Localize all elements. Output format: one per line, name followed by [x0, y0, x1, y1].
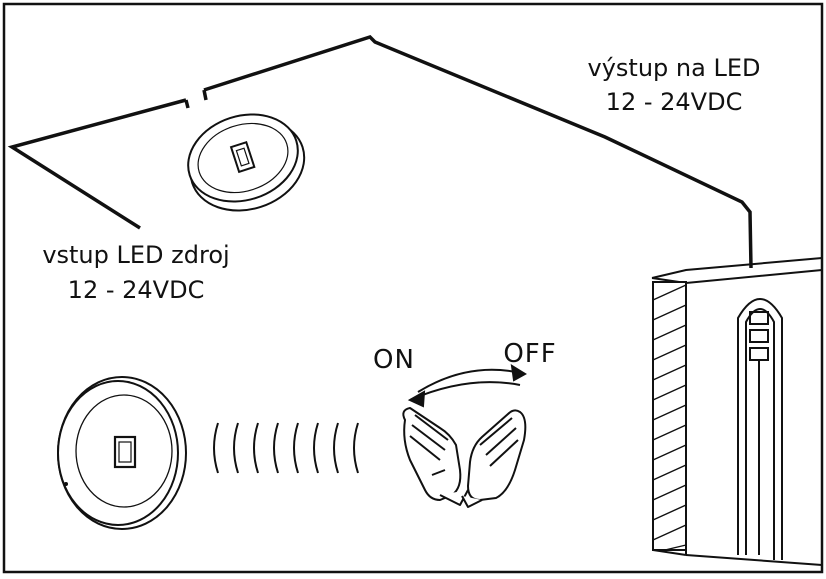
- output-wire-stub: [202, 89, 208, 101]
- input-label-line1: vstup LED zdroj: [42, 241, 229, 269]
- hand-icon: [461, 409, 527, 508]
- output-label-line1: výstup na LED: [588, 54, 761, 82]
- wiring: [7, 35, 753, 269]
- sensor-disc-icon: [187, 113, 306, 212]
- hatching: [652, 284, 687, 551]
- input-wire-stub: [184, 99, 190, 109]
- input-wire: [7, 98, 187, 230]
- input-label-line2: 12 - 24VDC: [68, 276, 205, 304]
- off-label: OFF: [503, 339, 556, 369]
- output-label-line2: 12 - 24VDC: [606, 88, 743, 116]
- wave-icon: [213, 422, 359, 474]
- on-label: ON: [373, 345, 415, 375]
- cabinet-icon: [651, 257, 823, 566]
- double-arrow-icon: [407, 364, 527, 408]
- output-wire: [203, 35, 753, 269]
- sensor-disc-icon: [57, 376, 187, 530]
- hand-icon: [402, 407, 469, 506]
